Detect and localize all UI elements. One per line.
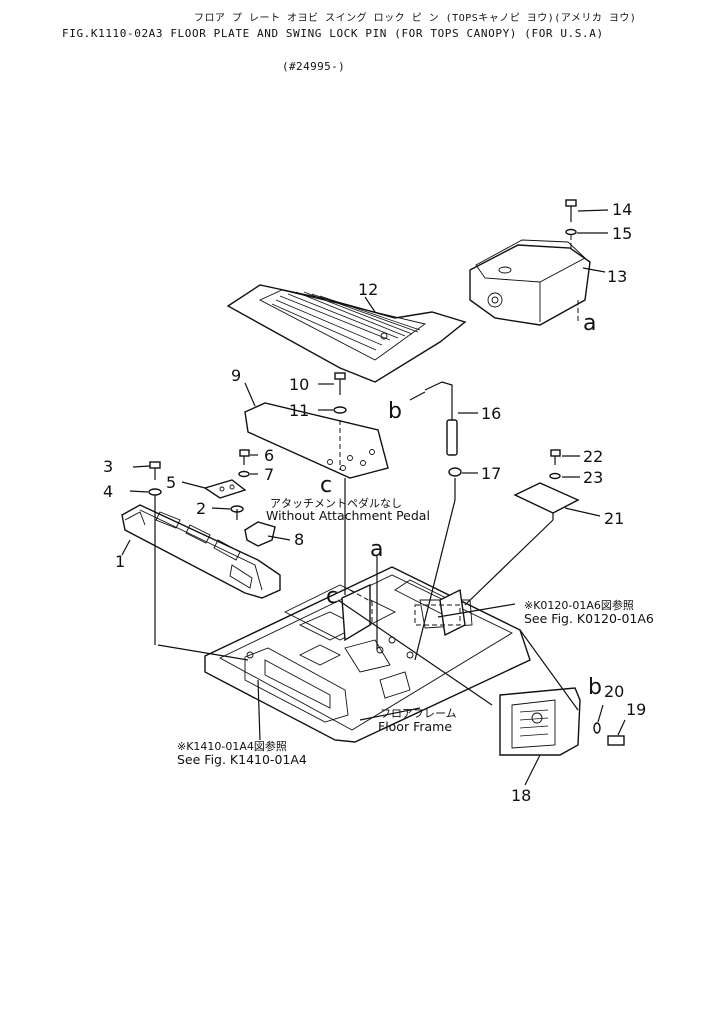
floor-frame [204,566,531,743]
label-a-mid: a [370,537,383,562]
kana-title: フロア プ レート オヨビ スイング ロック ピ ン (TOPSキャノピ ヨウ)… [194,13,637,24]
note-k1410-jp: ※K1410-01A4図参照 [177,739,287,753]
callout-1: 1 [115,552,125,571]
callout-18: 18 [511,786,531,805]
callout-23: 23 [583,468,603,487]
part-13-cover-box [469,239,606,326]
callout-13: 13 [607,267,627,286]
note-attachment-jp: アタッチメントペダルなし [270,496,402,510]
part-21-cover-plate [513,482,601,520]
note-floor-frame-jp: フロアフレーム [380,707,457,720]
bolt-6 [239,449,258,465]
note-floor-frame-en: Floor Frame [378,719,452,734]
serial-range: (#24995-) [282,60,346,73]
callout-4: 4 [103,482,113,501]
callout-19: 19 [626,700,646,719]
part-1-floor-plate [121,504,281,599]
note-k0120-en: See Fig. K0120-01A6 [524,611,654,626]
part-2-pin [211,505,244,520]
label-a-top: a [583,311,596,336]
callout-15: 15 [612,224,632,243]
washer-11 [318,406,347,414]
note-attachment-en: Without Attachment Pedal [266,508,430,523]
bolt-22 [550,449,580,465]
note-k1410-en: See Fig. K1410-01A4 [177,752,307,767]
bolt-3 [132,461,161,480]
callout-16: 16 [481,404,501,423]
label-c-top: c [320,473,332,498]
callout-21: 21 [604,509,624,528]
part-17-bushing [448,467,478,500]
callout-8: 8 [294,530,304,549]
part-8-pad [244,521,291,547]
label-b-top: b [388,399,402,424]
washer-4 [129,488,162,496]
callout-9: 9 [231,366,241,385]
callout-12: 12 [358,280,378,299]
label-c-mid: c [326,584,338,609]
callout-6: 6 [264,446,274,465]
callout-20: 20 [604,682,624,701]
part-5-cover [181,479,247,499]
washer-15 [565,228,608,236]
part-12-floor-mat [226,284,467,383]
washer-20 [593,704,604,734]
bolt-10 [318,372,346,395]
figure-title: FIG.K1110-02A3 FLOOR PLATE AND SWING LOC… [62,27,604,40]
callout-14: 14 [612,200,632,219]
callout-22: 22 [583,447,603,466]
callout-11: 11 [289,401,309,420]
part-16-swing-lock-pin [409,381,478,456]
callout-5: 5 [166,473,176,492]
callout-17: 17 [481,464,501,483]
part-18-side-cover [499,687,581,786]
label-b-low: b [588,675,602,700]
washer-23 [549,472,580,480]
callout-2: 2 [196,499,206,518]
note-k0120-jp: ※K0120-01A6図参照 [524,598,634,612]
callout-10: 10 [289,375,309,394]
callout-7: 7 [264,465,274,484]
bolt-19 [607,719,626,746]
part-9-plate [244,382,389,479]
callout-3: 3 [103,457,113,476]
washer-7 [238,470,258,478]
bolt-14 [565,199,609,222]
